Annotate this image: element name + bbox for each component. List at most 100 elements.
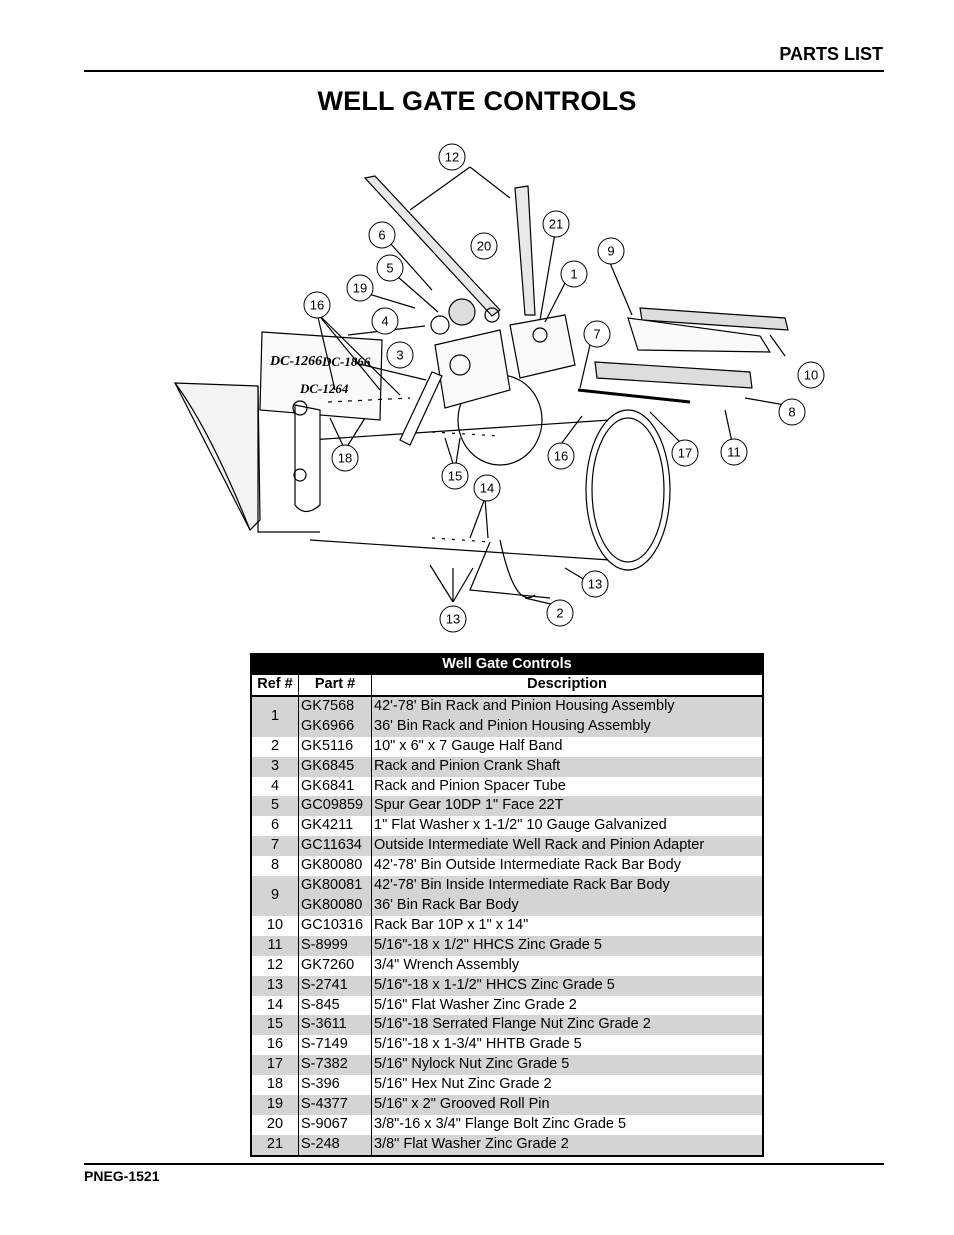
description-cell: 5/16"-18 x 1-1/2" HHCS Zinc Grade 5 bbox=[371, 975, 763, 996]
callout-21: 21 bbox=[542, 210, 570, 238]
ref-cell: 7 bbox=[251, 836, 299, 857]
svg-text:1: 1 bbox=[570, 267, 577, 282]
ref-cell: 11 bbox=[251, 935, 299, 956]
callout-4: 4 bbox=[371, 307, 399, 335]
part-number-cell: S-7382 bbox=[298, 1055, 372, 1076]
header-rule bbox=[84, 70, 884, 72]
part-number-cell: GK6841 bbox=[298, 776, 372, 797]
description-cell: 42'-78' Bin Rack and Pinion Housing Asse… bbox=[371, 695, 763, 717]
description-cell: Outside Intermediate Well Rack and Pinio… bbox=[371, 836, 763, 857]
svg-text:18: 18 bbox=[338, 451, 352, 466]
ref-cell: 14 bbox=[251, 995, 299, 1016]
callout-9: 9 bbox=[597, 237, 625, 265]
svg-text:17: 17 bbox=[678, 446, 692, 461]
description-cell: 5/16"-18 x 1/2" HHCS Zinc Grade 5 bbox=[371, 935, 763, 956]
ref-cell: 16 bbox=[251, 1035, 299, 1056]
svg-text:12: 12 bbox=[445, 150, 459, 165]
svg-text:20: 20 bbox=[477, 239, 491, 254]
ref-cell: 20 bbox=[251, 1114, 299, 1135]
description-cell: 5/16" Hex Nut Zinc Grade 2 bbox=[374, 1076, 552, 1093]
callout-7: 7 bbox=[583, 320, 611, 348]
svg-text:13: 13 bbox=[446, 612, 460, 627]
page-title: WELL GATE CONTROLS bbox=[317, 86, 637, 116]
part-number-cell: GC09859 bbox=[298, 796, 372, 817]
callout-5: 5 bbox=[376, 254, 404, 282]
description-cell: 3/8" Flat Washer Zinc Grade 2 bbox=[371, 1134, 763, 1156]
header-part: Part # bbox=[298, 675, 372, 697]
description-cell: 5/16" Flat Washer Zinc Grade 2 bbox=[374, 996, 577, 1013]
svg-text:16: 16 bbox=[310, 298, 324, 313]
svg-text:19: 19 bbox=[353, 281, 367, 296]
callout-15: 15 bbox=[441, 462, 469, 490]
callout-18: 18 bbox=[331, 444, 359, 472]
parts-table: Well Gate Controls Ref # Part # Descript… bbox=[250, 653, 764, 1157]
ref-cell: 9 bbox=[251, 876, 299, 916]
header-ref: Ref # bbox=[251, 675, 299, 697]
ref-cell: 2 bbox=[251, 736, 299, 757]
ref-cell: 5 bbox=[251, 796, 299, 817]
callout-11: 11 bbox=[720, 438, 748, 466]
description-cell: 3/4" Wrench Assembly bbox=[374, 956, 520, 973]
part-number-cell: GK4211 bbox=[298, 816, 372, 837]
svg-text:7: 7 bbox=[593, 327, 600, 342]
part-number-cell: S-3611 bbox=[298, 1015, 372, 1036]
callout-1: 1 bbox=[560, 260, 588, 288]
ref-cell: 12 bbox=[251, 955, 299, 976]
ref-cell: 13 bbox=[251, 975, 299, 996]
svg-text:8: 8 bbox=[788, 405, 795, 420]
part-number-cell: S-8999 bbox=[298, 935, 372, 956]
description-cell: Rack and Pinion Crank Shaft bbox=[371, 756, 763, 777]
svg-text:3: 3 bbox=[396, 348, 403, 363]
callout-13b: 13 bbox=[439, 605, 467, 633]
part-number-cell: GK80080 bbox=[298, 895, 372, 916]
plate-label-1264: DC-1264 bbox=[299, 381, 349, 396]
svg-text:14: 14 bbox=[480, 481, 494, 496]
callout-13: 13 bbox=[581, 570, 609, 598]
callout-14: 14 bbox=[473, 474, 501, 502]
ref-cell: 1 bbox=[251, 695, 299, 737]
ref-cell: 18 bbox=[251, 1075, 299, 1096]
svg-text:15: 15 bbox=[448, 469, 462, 484]
ref-cell: 3 bbox=[251, 756, 299, 777]
doc-number: PNEG-1521 bbox=[84, 1168, 160, 1184]
part-number-cell: S-845 bbox=[298, 995, 372, 1016]
callout-6: 6 bbox=[368, 221, 396, 249]
plate-label-1866: DC-1866 bbox=[321, 354, 371, 369]
part-number-cell: GK80080 bbox=[298, 856, 372, 877]
callout-2: 2 bbox=[546, 599, 574, 627]
ref-cell: 21 bbox=[251, 1134, 299, 1156]
description-cell: 36' Bin Rack Bar Body bbox=[371, 895, 763, 916]
callout-10: 10 bbox=[797, 361, 825, 389]
part-number-cell: GK80081 bbox=[298, 876, 372, 896]
callout-16b: 16 bbox=[547, 442, 575, 470]
section-title: PARTS LIST bbox=[779, 44, 883, 64]
footer-rule bbox=[84, 1163, 884, 1165]
part-number-cell: GC11634 bbox=[298, 836, 372, 857]
callout-3: 3 bbox=[386, 341, 414, 369]
description-cell: 5/16" x 2" Grooved Roll Pin bbox=[371, 1095, 763, 1115]
description-cell: 36' Bin Rack and Pinion Housing Assembly bbox=[371, 716, 763, 737]
callout-19: 19 bbox=[346, 274, 374, 302]
description-cell: 5/16" Nylock Nut Zinc Grade 5 bbox=[371, 1055, 763, 1076]
exploded-parts-diagram: DC-1266 DC-1866 DC-1264 12 21 6 20 9 5 1… bbox=[174, 143, 825, 633]
part-number-cell: GK5116 bbox=[298, 736, 372, 757]
svg-text:5: 5 bbox=[386, 261, 393, 276]
description-cell: 42'-78' Bin Inside Intermediate Rack Bar… bbox=[371, 876, 763, 896]
description-cell: 42'-78' Bin Outside Intermediate Rack Ba… bbox=[374, 857, 681, 874]
ref-cell: 10 bbox=[251, 915, 299, 936]
callout-20: 20 bbox=[470, 232, 498, 260]
